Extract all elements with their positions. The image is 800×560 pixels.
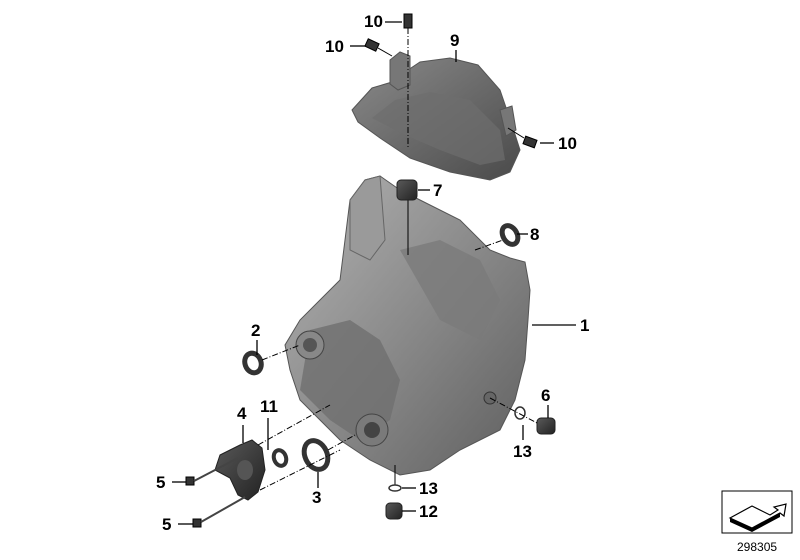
callout-5-upper[interactable]: 5 [156, 473, 166, 492]
seal-ring-top-part[interactable] [474, 223, 521, 251]
callout-10-left[interactable]: 10 [325, 37, 344, 56]
next-page-arrow-icon[interactable] [721, 490, 793, 534]
callout-13-bottom[interactable]: 13 [419, 479, 438, 498]
diagram-number: 298305 [737, 540, 778, 554]
cover-bolts[interactable] [364, 13, 538, 149]
gearbox-housing-part[interactable] [284, 175, 531, 476]
leader-lines [172, 21, 576, 525]
callout-13-side[interactable]: 13 [513, 442, 532, 461]
callout-4[interactable]: 4 [237, 404, 247, 423]
side-plug-part[interactable] [489, 397, 556, 435]
breather-cap-part[interactable] [396, 179, 418, 201]
callout-6[interactable]: 6 [541, 386, 551, 405]
callout-11[interactable]: 11 [260, 397, 278, 416]
callout-12[interactable]: 12 [419, 502, 438, 521]
callout-10-right[interactable]: 10 [558, 134, 577, 153]
callout-1[interactable]: 1 [580, 316, 590, 335]
cover-part[interactable] [351, 51, 521, 181]
mounting-bracket-part[interactable] [214, 404, 341, 501]
seal-ring-left-part[interactable] [242, 344, 301, 376]
seal-ring-output-part[interactable] [300, 434, 356, 473]
bracket-bolts[interactable] [185, 457, 246, 528]
callout-7[interactable]: 7 [433, 181, 443, 200]
callout-3[interactable]: 3 [312, 488, 322, 507]
small-seal-part[interactable] [271, 448, 289, 468]
callout-10-top[interactable]: 10 [364, 12, 383, 31]
callout-5-lower[interactable]: 5 [162, 515, 172, 534]
callout-2[interactable]: 2 [251, 321, 261, 340]
callout-8[interactable]: 8 [530, 225, 540, 244]
callout-9[interactable]: 9 [450, 31, 460, 50]
